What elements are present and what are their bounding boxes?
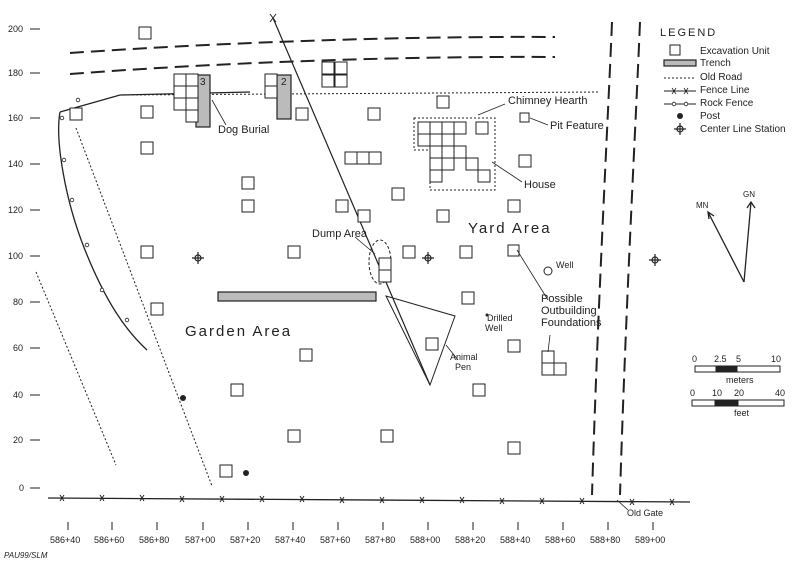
scale-feet-unit: feet: [734, 408, 750, 418]
magnetic-north-label: MN: [696, 201, 709, 210]
excavation-units: [69, 26, 567, 478]
dump-area-label: Dump Area: [312, 228, 368, 240]
x-tick-label: 587+20: [230, 535, 260, 545]
drilled-well-label: Drilled: [487, 313, 513, 323]
axis-y-ticks: [30, 28, 40, 489]
x-tick-label: 588+80: [590, 535, 620, 545]
y-tick-label: 140: [8, 159, 23, 169]
legend-label: Center Line Station: [700, 124, 786, 135]
trench-number: 2: [281, 77, 287, 88]
leader-lines: [211, 99, 629, 511]
x-tick-label: 589+00: [635, 535, 665, 545]
scale-meters-tick: 0: [692, 354, 697, 364]
trench-number: 3: [200, 77, 206, 88]
map-credit: PAU99/SLM: [4, 551, 48, 560]
y-tick-label: 160: [8, 113, 23, 123]
scale-bar: 0 2.5 5 10 meters 0 10 20 40 feet: [690, 354, 785, 418]
legend-swatch-post: [677, 113, 683, 119]
axis-x-labels: 586+40 586+60 586+80 587+00 587+20 587+4…: [50, 535, 665, 545]
axis-x-ticks: [67, 522, 654, 530]
posts: [180, 395, 249, 476]
legend-swatch-fence-line: [664, 87, 696, 95]
drilled-well-symbol: [485, 313, 489, 317]
yard-area-label: Yard Area: [468, 220, 552, 237]
house-outline: [413, 117, 496, 191]
legend-label: Old Road: [700, 72, 742, 83]
y-tick-label: 180: [8, 68, 23, 78]
axis-y-labels: 200 180 160 140 120 100 80 60 40 20 0: [8, 24, 24, 493]
x-tick-label: 588+20: [455, 535, 485, 545]
x-tick-label: 587+60: [320, 535, 350, 545]
legend-swatch-trench: [663, 59, 697, 67]
legend-swatch-excavation-unit: [669, 44, 681, 56]
center-line-stations: [192, 252, 661, 266]
outbuilding-label: Foundations: [541, 317, 602, 329]
x-tick-label: 587+80: [365, 535, 395, 545]
legend-swatch-rock-fence: [664, 101, 696, 107]
y-tick-label: 40: [13, 390, 23, 400]
north-arrow: GN MN: [696, 190, 756, 283]
legend-swatch-center-line-station: [674, 123, 686, 135]
legend-label: Trench: [700, 58, 731, 69]
x-tick-label: 588+60: [545, 535, 575, 545]
scale-meters-tick: 10: [771, 354, 781, 364]
y-tick-label: 20: [13, 435, 23, 445]
drilled-well-label: Well: [485, 323, 502, 333]
outbuilding-label: Possible: [541, 293, 583, 305]
trenches: 3 2: [195, 74, 377, 302]
y-tick-label: 200: [8, 24, 23, 34]
x-tick-label: 586+80: [139, 535, 169, 545]
scale-feet-tick: 20: [734, 388, 744, 398]
pit-feature-symbol: [519, 112, 530, 123]
y-tick-label: 120: [8, 205, 23, 215]
x-tick-label: 586+60: [94, 535, 124, 545]
y-tick-label: 60: [13, 343, 23, 353]
garden-area-label: Garden Area: [185, 323, 292, 340]
x-tick-label: 588+00: [410, 535, 440, 545]
scale-feet-tick: 10: [712, 388, 722, 398]
well-symbol: [543, 266, 553, 276]
well-label: Well: [556, 260, 573, 270]
outbuilding-label: Outbuilding: [541, 305, 597, 317]
animal-pen: [385, 295, 456, 387]
legend-label: Excavation Unit: [700, 46, 770, 57]
old-road: [69, 21, 641, 496]
animal-pen-label: Animal: [450, 352, 478, 362]
animal-pen-label: Pen: [455, 362, 471, 372]
legend-title: LEGEND: [660, 27, 717, 39]
legend-label: Fence Line: [700, 85, 750, 96]
fence-line: [35, 91, 601, 487]
legend-label: Rock Fence: [700, 98, 754, 109]
scale-meters-tick: 5: [736, 354, 741, 364]
y-tick-label: 0: [19, 483, 24, 493]
house-label: House: [524, 179, 556, 191]
fence-line-diagonal: [269, 13, 431, 386]
scale-meters-tick: 2.5: [714, 354, 727, 364]
dog-burial-label: Dog Burial: [218, 124, 269, 136]
x-tick-label: 586+40: [50, 535, 80, 545]
chimney-hearth-label: Chimney Hearth: [508, 95, 587, 107]
y-tick-label: 100: [8, 251, 23, 261]
old-gate-label: Old Gate: [627, 508, 663, 518]
pit-feature-label: Pit Feature: [550, 120, 604, 132]
scale-meters-unit: meters: [726, 375, 754, 385]
y-tick-label: 80: [13, 297, 23, 307]
x-tick-label: 587+40: [275, 535, 305, 545]
fence-line-south: [47, 494, 691, 506]
legend-label: Post: [700, 111, 720, 122]
scale-feet-tick: 40: [775, 388, 785, 398]
grid-north-label: GN: [743, 190, 755, 199]
x-tick-label: 588+40: [500, 535, 530, 545]
legend: LEGEND Excavation Unit Trench Old Road F…: [660, 27, 786, 135]
x-tick-label: 587+00: [185, 535, 215, 545]
scale-feet-tick: 0: [690, 388, 695, 398]
